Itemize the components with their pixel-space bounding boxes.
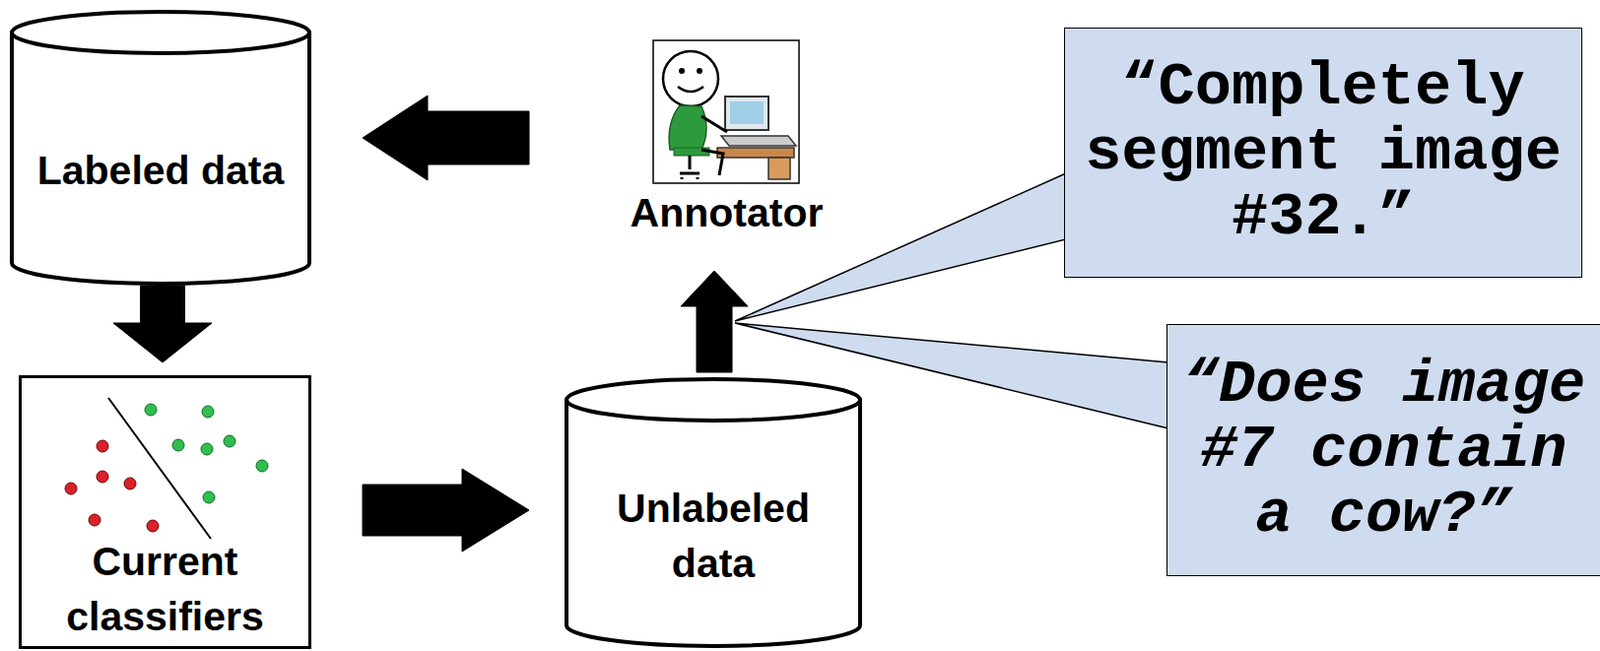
query-callout: “Completely segment image #32.” [1064,27,1583,278]
block-arrow [362,468,530,552]
cylinder-top [566,379,861,421]
block-arrow [362,95,530,181]
node-label: Unlabeled data [584,480,843,592]
node-label: Annotator [630,185,824,241]
labeled-data-store: Labeled data [9,9,312,286]
cylinder-top [11,11,310,54]
cylinder-body [566,400,861,647]
query-text: “Completely segment image #32.” [1074,55,1572,251]
classifier-box: Current classifiers [18,375,312,650]
block-arrow [680,270,748,373]
annotator-label: Annotator [591,40,863,241]
cylinder-body [11,32,310,284]
node-label: Current classifiers [38,533,292,645]
annotator-icon [653,40,800,184]
unlabeled-data-store: Unlabeled data [564,377,863,649]
query-text: “Does image #7 contain a cow?” [1177,352,1591,548]
node-label: Labeled data [37,142,285,199]
scatter-plot [65,398,268,539]
query-callout: “Does image #7 contain a cow?” [1166,324,1600,577]
block-arrow [113,285,212,363]
